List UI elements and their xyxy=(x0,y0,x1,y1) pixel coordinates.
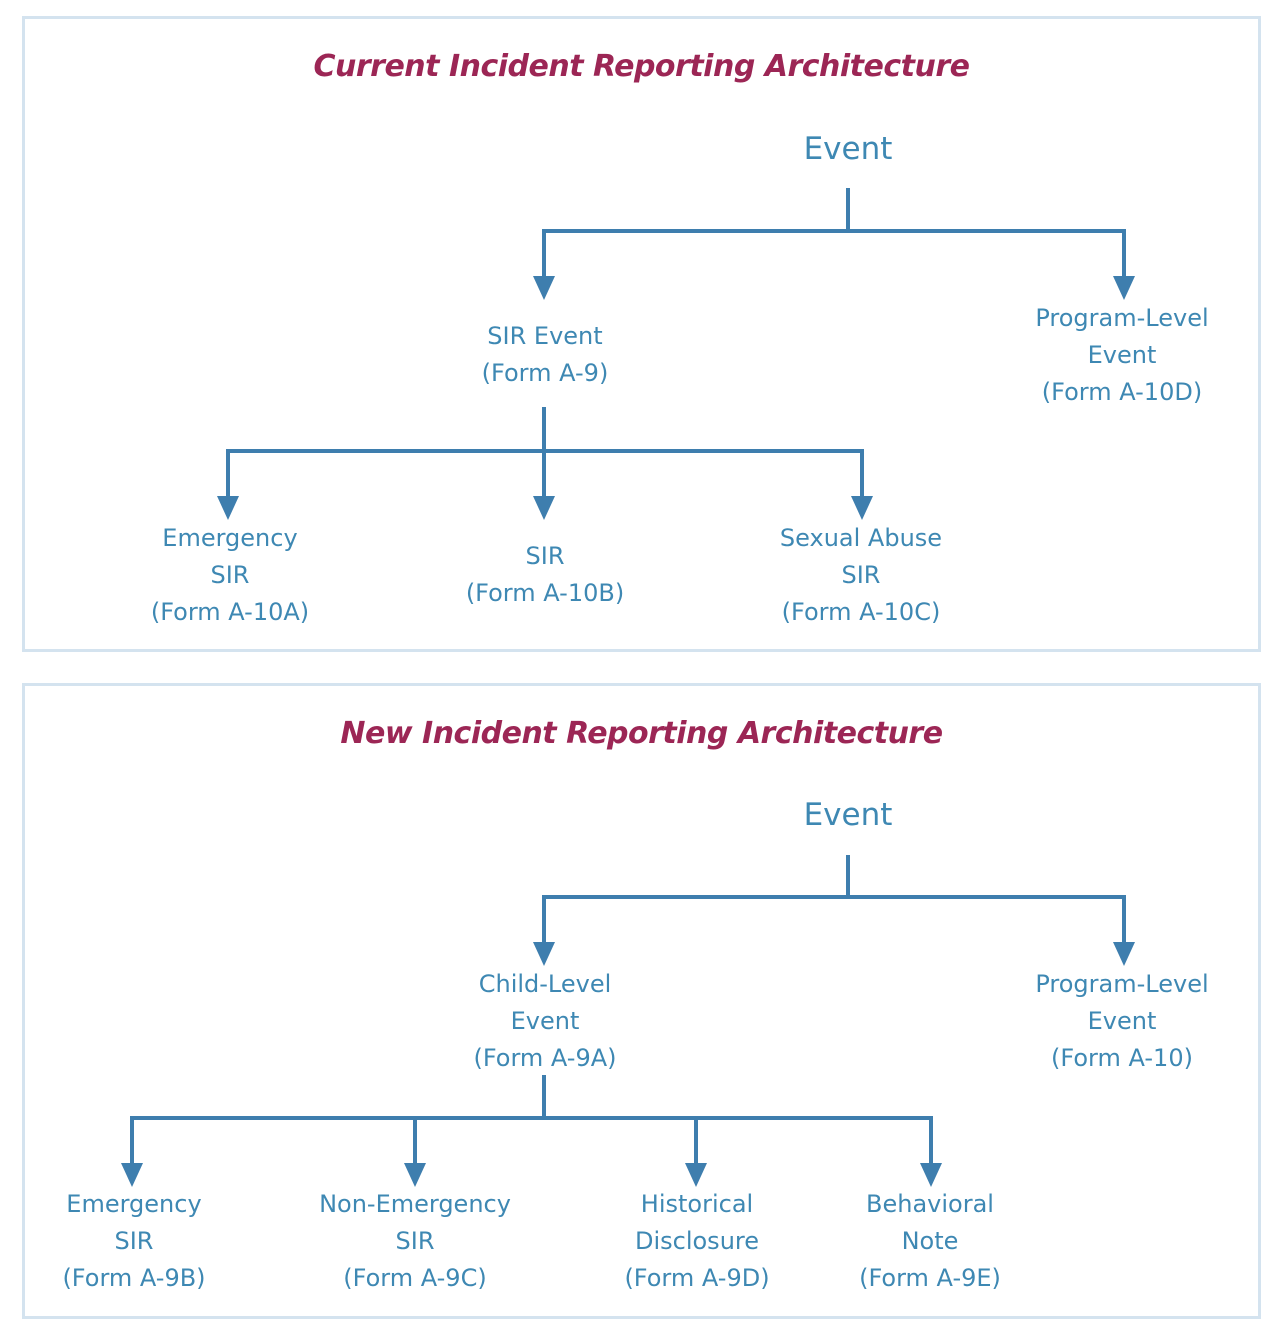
new-architecture-title: New Incident Reporting Architecture xyxy=(340,716,943,751)
current-event-node: Event xyxy=(803,131,893,167)
current-architecture-panel: Current Incident Reporting Architecture xyxy=(22,16,1261,652)
new-architecture-panel: New Incident Reporting Architecture xyxy=(22,683,1261,1319)
new-event-node: Event xyxy=(803,797,893,833)
current-sir-event-node: SIR Event(Form A-9) xyxy=(481,322,609,387)
current-architecture-title: Current Incident Reporting Architecture xyxy=(313,49,970,84)
current-sir-node: SIR(Form A-10B) xyxy=(465,542,625,607)
